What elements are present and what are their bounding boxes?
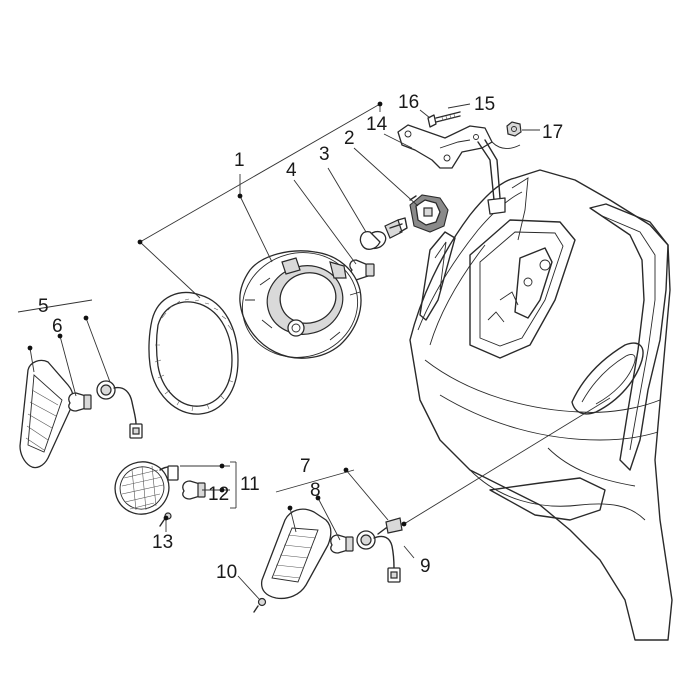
callout-12: 12 <box>208 484 229 505</box>
leader-dots <box>27 101 407 527</box>
callout-6: 6 <box>52 316 63 337</box>
headlamp-rim <box>148 291 239 415</box>
callout-3: 3 <box>319 144 330 165</box>
front-shield <box>409 169 673 641</box>
callout-17: 17 <box>542 122 563 143</box>
screw-10 <box>253 597 267 613</box>
bulb-socket-2 <box>409 194 449 233</box>
callout-7: 7 <box>300 456 311 477</box>
callout-1: 1 <box>234 150 245 171</box>
headlamp-housing <box>239 250 362 359</box>
round-rear-lamp <box>114 461 179 515</box>
callout-9: 9 <box>420 556 431 577</box>
screw-15-16 <box>427 111 461 128</box>
callout-11: 11 <box>240 474 260 495</box>
callout-15: 15 <box>474 94 495 115</box>
headlight-bracket <box>397 124 521 215</box>
left-side-indicator <box>19 359 74 469</box>
callout-16: 16 <box>398 92 419 113</box>
indicator-bulb-8 <box>330 534 354 554</box>
callout-14: 14 <box>366 114 388 135</box>
callout-5: 5 <box>38 296 49 317</box>
parking-bulb-4 <box>349 259 375 281</box>
callout-13: 13 <box>152 532 173 553</box>
leader-lines <box>17 103 611 601</box>
lamp-bulb-12 <box>182 480 206 500</box>
callout-2: 2 <box>344 128 355 149</box>
indicator-socket-wire <box>96 380 143 439</box>
callout-4: 4 <box>286 160 297 181</box>
front-indicator <box>260 508 332 600</box>
nut-17 <box>506 121 522 137</box>
callouts: 1 2 3 4 5 6 7 8 9 10 11 12 13 14 15 16 1… <box>38 92 563 583</box>
callout-8: 8 <box>310 480 321 501</box>
indicator-bulb-6 <box>68 392 92 412</box>
main-bulb-3 <box>359 217 408 250</box>
indicator-socket-wire-9 <box>356 517 403 583</box>
callout-10: 10 <box>216 562 237 583</box>
